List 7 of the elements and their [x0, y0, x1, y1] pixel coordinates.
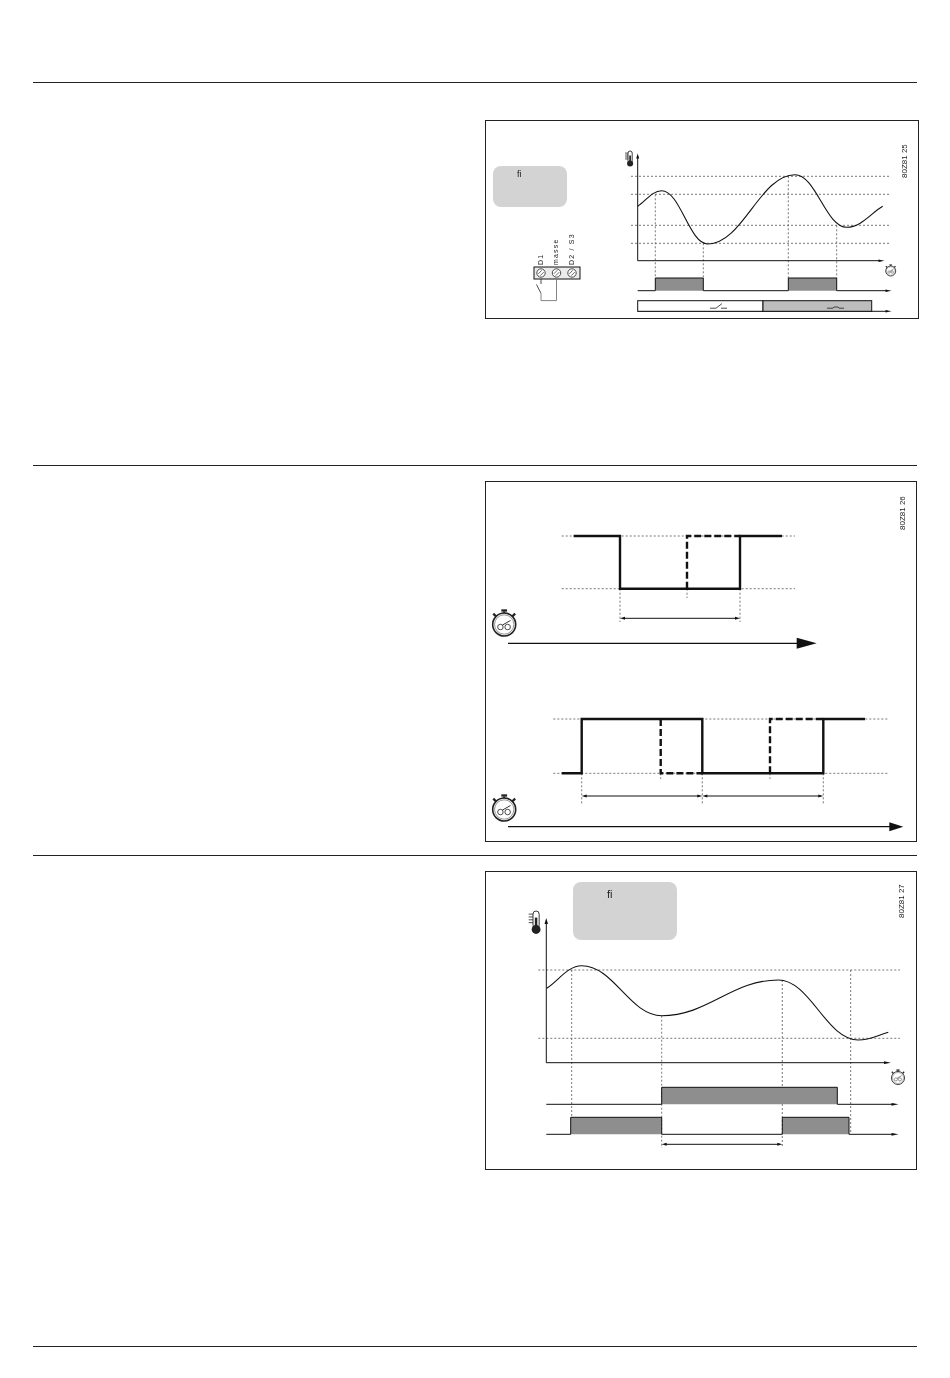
drawing-number: 80Z81 25 — [901, 144, 909, 178]
panel-text: fi — [517, 170, 523, 180]
text-panel — [493, 166, 567, 207]
panel-text: fi — [607, 888, 614, 901]
text-panel — [573, 882, 677, 940]
drawing-number: 80Z81 26 — [899, 496, 907, 530]
drawing-number: 80Z81 27 — [898, 884, 906, 918]
